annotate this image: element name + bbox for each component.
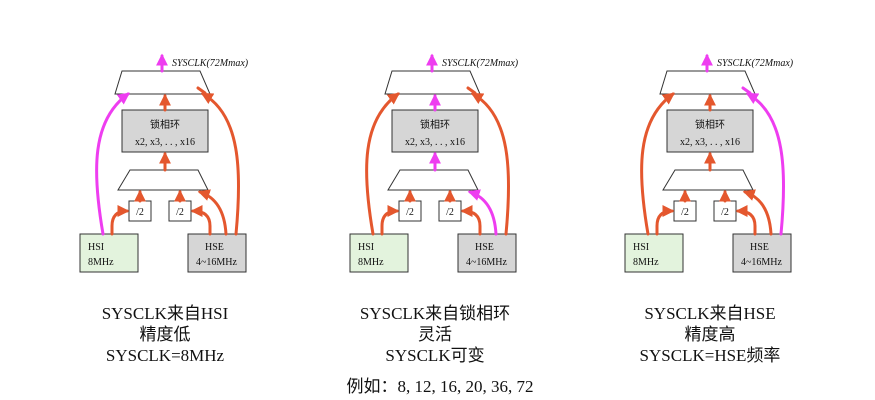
pll-source-mux (662, 169, 754, 191)
pll-box (391, 109, 479, 153)
hse-name: HSE (750, 242, 769, 253)
hsi-freq: 8MHz (358, 257, 384, 268)
pll-title: 锁相环 (150, 118, 180, 131)
hsi-divider-label: /2 (406, 207, 414, 218)
hsi-freq: 8MHz (633, 257, 659, 268)
hse-to-divider-arrow (735, 205, 757, 236)
hse-name: HSE (205, 242, 224, 253)
hse-freq: 4~16MHz (196, 257, 238, 268)
hse-divider-label: /2 (446, 207, 454, 218)
hsi-to-divider-arrow (655, 205, 675, 236)
hse-to-divider-arrow (460, 205, 482, 236)
hse-to-sysclk-arrow (470, 92, 511, 236)
caption-hsi: SYSCLK来自HSI 精度低 SYSCLK=8MHz (40, 303, 290, 366)
caption-line: SYSCLK来自锁相环 (359, 304, 511, 323)
sysclk-label: SYSCLK(72Mmax) (717, 58, 794, 69)
mux-feed-tick (741, 86, 752, 95)
hsi-to-sysclk-arrow (640, 92, 675, 236)
mux-feed-tick (196, 86, 207, 95)
hsi-box (349, 233, 409, 273)
sysclk-mux (114, 70, 211, 95)
sysclk-mux (384, 70, 481, 95)
hsi-name: HSI (88, 242, 104, 253)
hse-name: HSE (475, 242, 494, 253)
hsi-to-sysclk-arrow (365, 92, 400, 236)
hsi-box (79, 233, 139, 273)
caption-line: SYSCLK=8MHz (105, 346, 225, 365)
hsi-divider-label: /2 (136, 207, 144, 218)
caption-line: SYSCLK可变 (385, 346, 485, 365)
hse-box (732, 233, 792, 273)
caption-line: 精度高 (684, 325, 736, 344)
pll-multipliers: x2, x3, . . , x16 (680, 137, 740, 148)
pll-box (121, 109, 209, 153)
example-frequencies: 例如：8, 12, 16, 20, 36, 72 (346, 377, 534, 396)
hse-to-pll-mux-arrow (467, 189, 498, 236)
pll-source-mux (117, 169, 209, 191)
pll-source-mux (387, 169, 479, 191)
sysclk-label: SYSCLK(72Mmax) (172, 58, 249, 69)
hsi-name: HSI (358, 242, 374, 253)
hsi-box (624, 233, 684, 273)
hse-box (457, 233, 517, 273)
hse-divider-label: /2 (721, 207, 729, 218)
caption-line: SYSCLK来自HSE (644, 304, 776, 323)
hse-divider-label: /2 (176, 207, 184, 218)
pll-title: 锁相环 (420, 118, 450, 131)
hse-to-pll-mux-arrow (197, 189, 228, 236)
caption-hse: SYSCLK来自HSE 精度高 SYSCLK=HSE频率 (585, 303, 835, 366)
pll-box (666, 109, 754, 153)
hsi-to-sysclk-arrow (95, 92, 130, 236)
caption-line: 灵活 (418, 325, 452, 344)
pll-multipliers: x2, x3, . . , x16 (405, 137, 465, 148)
caption-pll: SYSCLK来自锁相环 灵活 SYSCLK可变 (310, 303, 560, 366)
hsi-to-divider-arrow (110, 205, 130, 236)
hse-box (187, 233, 247, 273)
hse-to-divider-arrow (190, 205, 212, 236)
sysclk-mux (659, 70, 756, 95)
mux-feed-tick (466, 86, 477, 95)
hsi-freq: 8MHz (88, 257, 114, 268)
caption-line: SYSCLK来自HSI (101, 304, 229, 323)
hsi-divider-label: /2 (681, 207, 689, 218)
hsi-to-divider-arrow (380, 205, 400, 236)
hse-freq: 4~16MHz (741, 257, 783, 268)
caption-line: 精度低 (139, 325, 191, 344)
hse-to-sysclk-arrow (200, 92, 241, 236)
sysclk-label: SYSCLK(72Mmax) (442, 58, 519, 69)
caption-line: SYSCLK=HSE频率 (639, 346, 781, 365)
hse-freq: 4~16MHz (466, 257, 508, 268)
hse-to-pll-mux-arrow (742, 189, 773, 236)
hse-to-sysclk-arrow (745, 92, 786, 236)
pll-title: 锁相环 (695, 118, 725, 131)
hsi-name: HSI (633, 242, 649, 253)
pll-multipliers: x2, x3, . . , x16 (135, 137, 195, 148)
